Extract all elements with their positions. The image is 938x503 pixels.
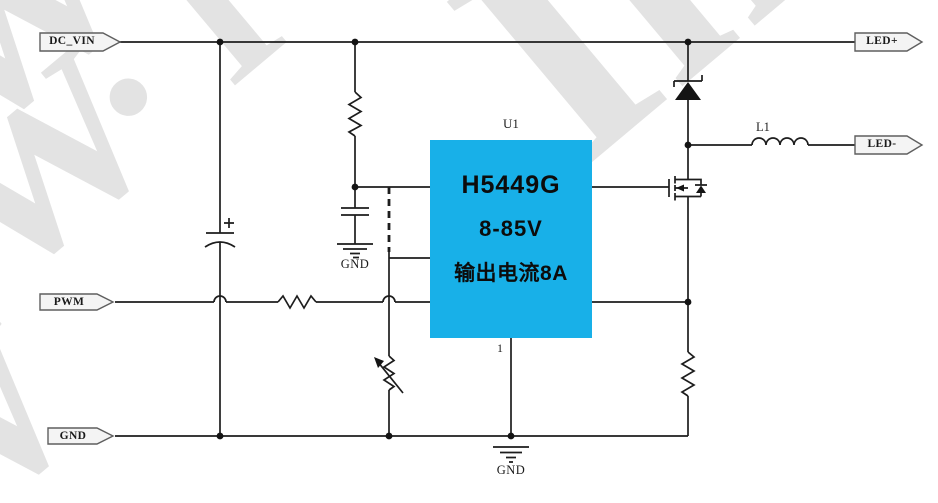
mosfet-body-diode-triangle	[696, 185, 706, 193]
mosfet-body-diode-wires	[688, 178, 707, 198]
net-label-led-plus: LED+	[866, 35, 898, 47]
gnd-text-top: GND	[340, 257, 370, 271]
capacitor-c2	[341, 207, 369, 216]
junction-dot	[507, 432, 515, 440]
rheostat-arrow-shaft	[377, 361, 404, 394]
junction-dot	[684, 141, 692, 149]
ic-part-number: H5449G	[461, 171, 561, 199]
ic-body	[430, 140, 592, 338]
net-label-shapes	[39, 32, 924, 445]
ic-pin1-number: 1	[497, 341, 503, 355]
wires	[115, 41, 855, 463]
net-label-dc-vin: DC_VIN	[49, 35, 95, 47]
resistor-sense	[680, 351, 696, 397]
gnd-text-bottom: GND	[496, 463, 526, 477]
diode-triangle	[675, 82, 701, 100]
mosfet-stubs	[675, 178, 689, 205]
junction-dot	[351, 38, 359, 46]
junction-dot	[684, 38, 692, 46]
mosfet-arrow	[676, 184, 684, 192]
junction-dot	[216, 432, 224, 440]
net-label-pwm: PWM	[53, 295, 85, 308]
net-flag-pwm	[39, 293, 115, 311]
net-flag-led-plus	[854, 32, 924, 52]
gnd-symbol-bottom	[493, 446, 529, 463]
cap-plate-curved	[204, 241, 236, 248]
junction-dot	[684, 298, 692, 306]
net-label-led-minus: LED-	[867, 138, 897, 150]
junction-dot	[351, 183, 359, 191]
net-label-gnd: GND	[59, 429, 87, 442]
ic-designator: U1	[503, 116, 519, 131]
gnd-symbol-top	[337, 243, 373, 259]
filled-symbols	[216, 38, 706, 440]
net-flag-led-minus	[854, 135, 924, 155]
ic-output-current: 输出电流8A	[454, 262, 568, 285]
resistor-r1	[347, 91, 363, 137]
net-flag-gnd	[47, 427, 115, 445]
cap-plus-sign	[224, 218, 234, 228]
inductor-l1	[751, 137, 809, 146]
diode-cathode-bar	[673, 75, 703, 87]
junction-dot	[385, 432, 393, 440]
resistor-pwm	[277, 294, 317, 310]
inductor-designator: L1	[756, 120, 770, 134]
wire-hop-1	[213, 295, 227, 303]
wire-hop-2	[382, 295, 396, 303]
junction-dot	[216, 38, 224, 46]
net-flag-dc-vin	[39, 32, 122, 52]
input-capacitor	[204, 218, 236, 248]
ic-voltage-range: 8-85V	[479, 216, 543, 241]
rheostat-body	[382, 355, 396, 391]
rheostat-arrowhead	[374, 357, 384, 368]
